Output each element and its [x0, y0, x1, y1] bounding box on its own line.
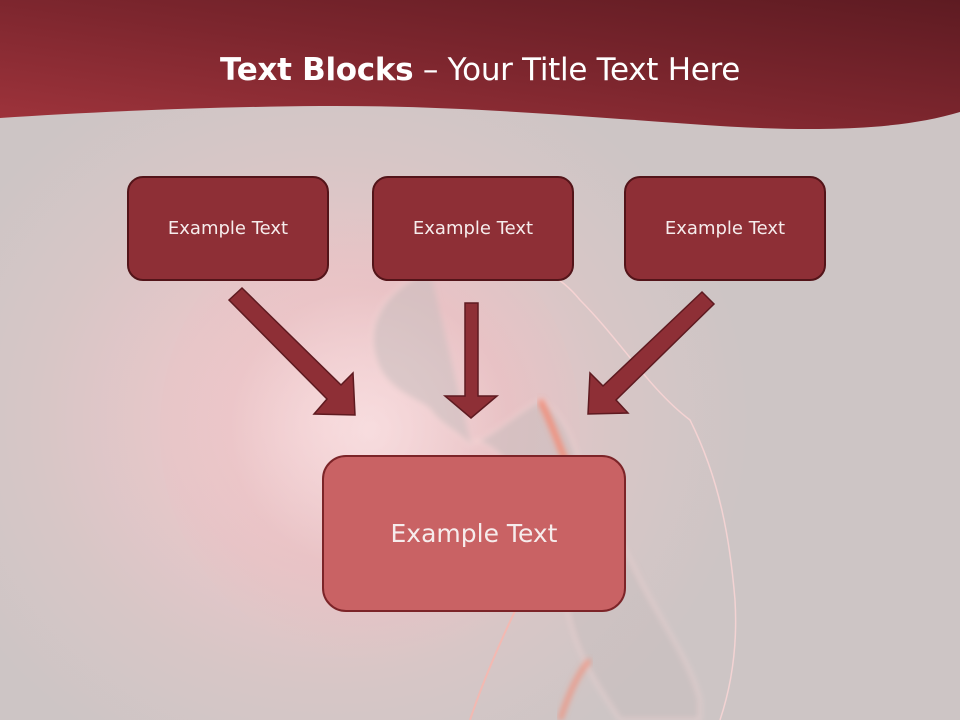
- text-block-left-label: Example Text: [167, 218, 289, 239]
- text-block-bottom-label: Example Text: [390, 519, 558, 548]
- text-block-right[interactable]: Example Text: [624, 176, 826, 281]
- text-block-center[interactable]: Example Text: [372, 176, 574, 281]
- title-rest: Your Title Text Here: [447, 52, 741, 88]
- text-block-left[interactable]: Example Text: [127, 176, 329, 281]
- text-block-right-label: Example Text: [664, 218, 786, 239]
- text-block-center-label: Example Text: [412, 218, 534, 239]
- title-banner: [0, 0, 960, 130]
- slide-title: Text Blocks – Your Title Text Here: [0, 52, 960, 88]
- text-block-bottom[interactable]: Example Text: [322, 455, 626, 612]
- title-dash: –: [413, 52, 448, 88]
- title-bold: Text Blocks: [219, 52, 414, 88]
